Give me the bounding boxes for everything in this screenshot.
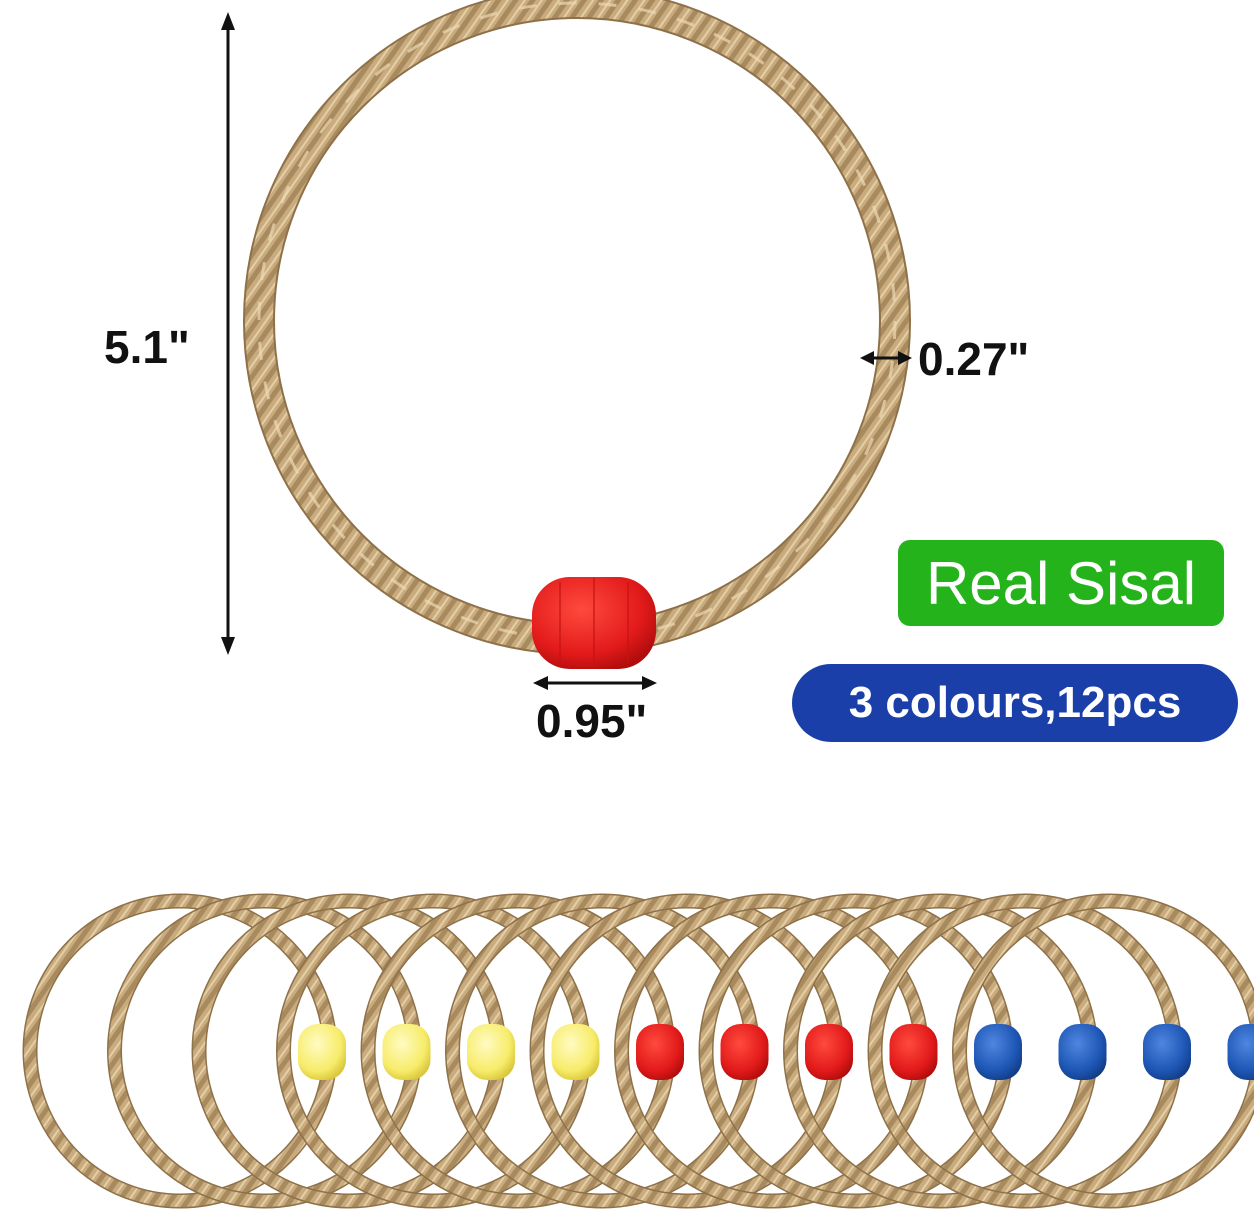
- red-bead-8: [890, 1024, 938, 1080]
- blue-bead-11: [1143, 1024, 1191, 1080]
- blue-bead-10: [1059, 1024, 1107, 1080]
- large-sisal-ring: [259, 3, 895, 639]
- red-bead-7: [805, 1024, 853, 1080]
- yellow-bead-3: [467, 1024, 515, 1080]
- red-bead-6: [721, 1024, 769, 1080]
- yellow-bead-1: [298, 1024, 346, 1080]
- height-dimension-label: 5.1": [104, 324, 190, 370]
- height-arrow: [221, 12, 235, 655]
- blue-bead-9: [974, 1024, 1022, 1080]
- bead-width-arrow: [533, 676, 657, 690]
- bead-width-label: 0.95": [536, 698, 647, 744]
- yellow-bead-4: [552, 1024, 600, 1080]
- rope-thickness-label: 0.27": [918, 336, 1029, 382]
- ring-set-row: [30, 901, 1254, 1201]
- red-bead-5: [636, 1024, 684, 1080]
- blue-bead-12: [1228, 1024, 1254, 1080]
- real-sisal-badge: Real Sisal: [898, 540, 1224, 626]
- large-red-bead: [532, 577, 656, 669]
- yellow-bead-2: [383, 1024, 431, 1080]
- quantity-badge: 3 colours,12pcs: [792, 664, 1238, 742]
